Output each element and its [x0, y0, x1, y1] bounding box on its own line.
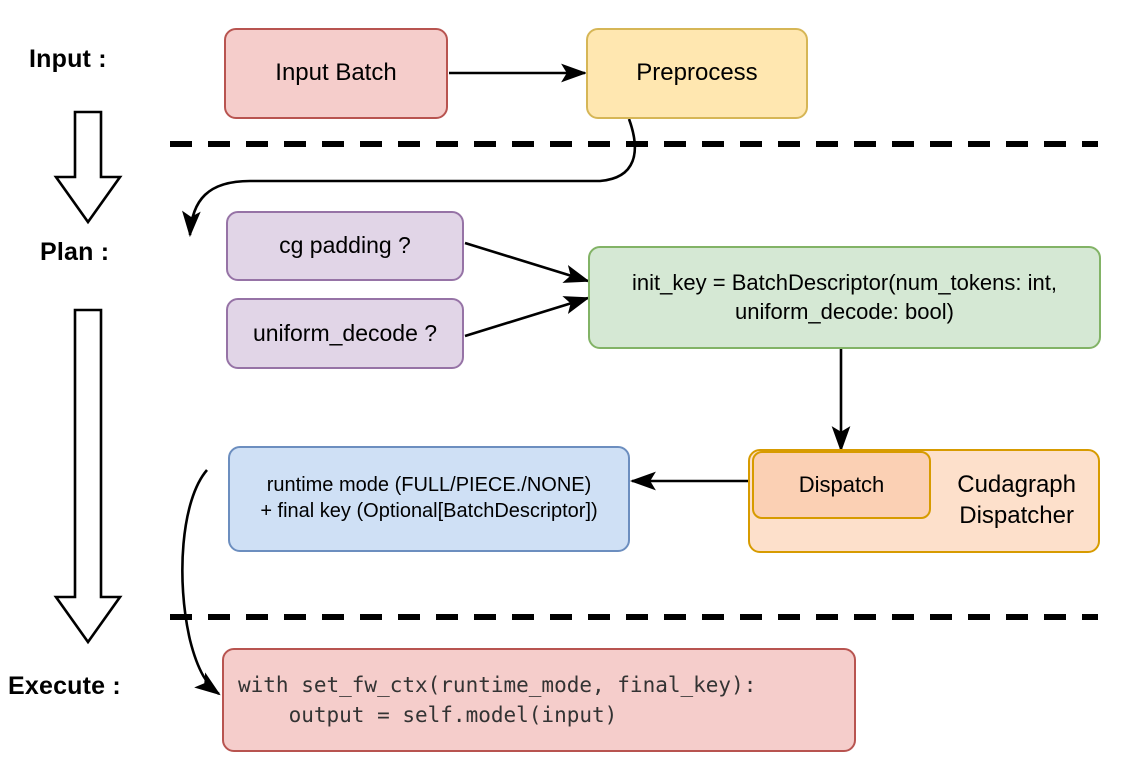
- node-cg-padding-label: cg padding ?: [279, 232, 411, 259]
- arrow-uniform-decode-to-init-key: [464, 296, 590, 338]
- node-runtime-mode[interactable]: runtime mode (FULL/PIECE./NONE) + final …: [228, 446, 630, 552]
- node-uniform-decode[interactable]: uniform_decode ?: [226, 298, 464, 369]
- arrow-preprocess-to-plan: [182, 118, 637, 238]
- node-init-key-line2: uniform_decode: bool): [735, 298, 954, 324]
- arrow-cg-padding-to-init-key: [464, 241, 590, 283]
- arrow-runtime-mode-to-execute: [181, 469, 221, 696]
- node-cudagraph-dispatcher-line2: Dispatcher: [959, 502, 1074, 529]
- node-cg-padding[interactable]: cg padding ?: [226, 211, 464, 281]
- node-input-batch[interactable]: Input Batch: [224, 28, 448, 119]
- node-execute-code-line2: output = self.model(input): [238, 703, 618, 727]
- stage-label-plan: Plan :: [40, 238, 110, 266]
- stage-label-execute: Execute :: [8, 672, 121, 700]
- node-preprocess-label: Preprocess: [636, 59, 758, 87]
- node-dispatch[interactable]: Dispatch: [752, 451, 931, 519]
- node-input-batch-label: Input Batch: [275, 59, 397, 87]
- stage-block-arrow-plan-to-execute: [53, 308, 123, 645]
- stage-label-input: Input :: [29, 45, 107, 73]
- node-init-key-line1: init_key = BatchDescriptor(num_tokens: i…: [632, 270, 1057, 296]
- node-uniform-decode-label: uniform_decode ?: [252, 319, 438, 346]
- node-preprocess[interactable]: Preprocess: [586, 28, 808, 119]
- node-cudagraph-dispatcher-line1: Cudagraph: [957, 471, 1076, 499]
- node-execute-code[interactable]: with set_fw_ctx(runtime_mode, final_key)…: [222, 648, 856, 752]
- node-runtime-mode-line1: runtime mode (FULL/PIECE./NONE): [266, 474, 592, 497]
- node-execute-code-line1: with set_fw_ctx(runtime_mode, final_key)…: [238, 672, 757, 697]
- node-init-key[interactable]: init_key = BatchDescriptor(num_tokens: i…: [588, 246, 1101, 349]
- node-runtime-mode-line2: + final key (Optional[BatchDescriptor]): [260, 500, 598, 522]
- node-dispatch-label: Dispatch: [798, 471, 885, 497]
- stage-block-arrow-input-to-plan: [53, 110, 123, 225]
